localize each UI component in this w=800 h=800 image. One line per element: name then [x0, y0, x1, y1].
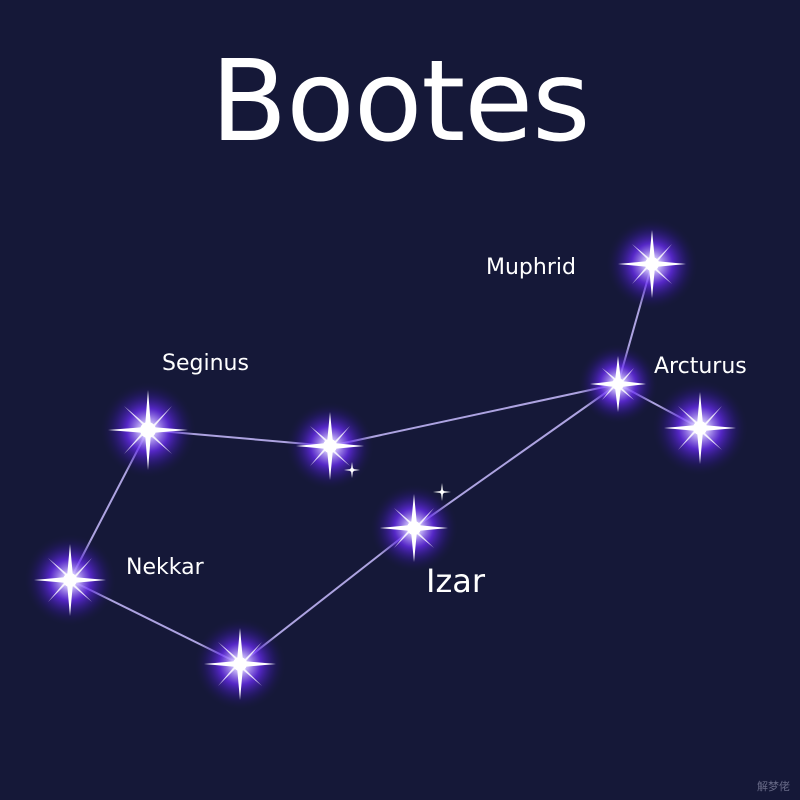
label-seginus: Seginus	[162, 351, 249, 376]
star-arcturus-upper	[578, 344, 658, 424]
label-izar: Izar	[426, 562, 486, 600]
star-seginus	[100, 382, 196, 478]
star-nekkar	[24, 534, 116, 626]
label-muphrid: Muphrid	[486, 255, 576, 280]
star-arcturus	[652, 380, 748, 476]
watermark: 解梦佬	[757, 778, 790, 794]
label-nekkar: Nekkar	[126, 555, 205, 580]
star-middle	[286, 402, 374, 490]
star-muphrid	[606, 218, 698, 310]
star-bottom	[194, 618, 286, 710]
label-arcturus: Arcturus	[654, 354, 747, 379]
star-izar	[370, 484, 458, 572]
